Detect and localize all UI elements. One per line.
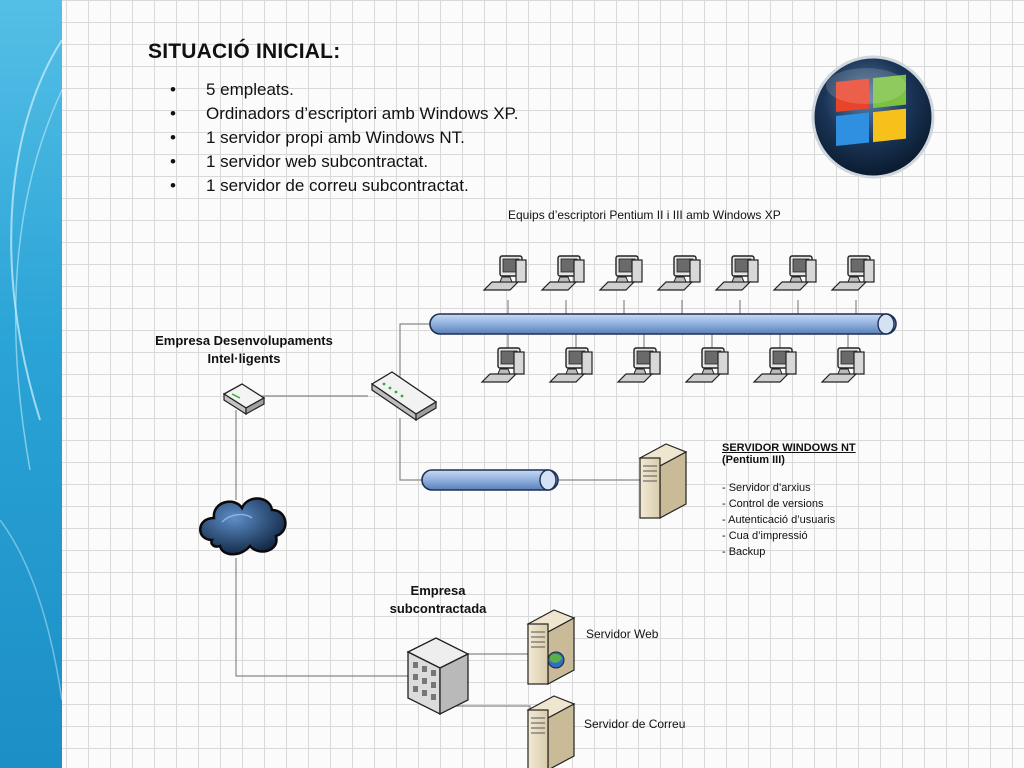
nt-role-item: - Backup xyxy=(722,546,766,558)
nt-server-info: SERVIDOR WINDOWS NT (Pentium III) - Serv… xyxy=(722,442,856,560)
desktop-pc-icon xyxy=(483,255,527,291)
bullet-item: 1 servidor propi amb Windows NT. xyxy=(168,126,518,150)
subcontracted-label-line1: Empresa xyxy=(410,583,466,598)
bullet-item: 1 servidor de correu subcontractat. xyxy=(168,174,518,198)
web-server-icon xyxy=(527,609,575,685)
desktop-pc-icon xyxy=(617,347,661,383)
desktop-pc-icon xyxy=(715,255,759,291)
mail-server-icon xyxy=(527,695,575,768)
desktop-pc-icon xyxy=(685,347,729,383)
desktop-pc-icon xyxy=(821,347,865,383)
bullet-item: Ordinadors d’escriptori amb Windows XP. xyxy=(168,102,518,126)
desktop-pc-icon xyxy=(599,255,643,291)
desktops-label: Equips d’escriptori Pentium II i III amb… xyxy=(508,208,781,222)
network-switch-icon xyxy=(370,371,438,422)
sidebar-swoosh xyxy=(0,39,62,701)
mail-server-label: Servidor de Correu xyxy=(584,717,686,731)
bullet-item: 5 empleats. xyxy=(168,78,518,102)
nt-server-subtitle: (Pentium III) xyxy=(722,454,785,466)
windows-logo-icon xyxy=(811,55,935,179)
desktop-pc-icon xyxy=(753,347,797,383)
lan-backbone-pipe xyxy=(429,313,897,335)
company-label-line2: Intel·ligents xyxy=(207,351,281,366)
desktop-pc-icon xyxy=(831,255,875,291)
subcontracted-label: Empresa subcontractada xyxy=(378,582,498,618)
nt-server-icon xyxy=(639,443,687,519)
company-label-line1: Empresa Desenvolupaments xyxy=(155,333,333,348)
nt-server-title: SERVIDOR WINDOWS NT xyxy=(722,442,856,454)
web-server-label: Servidor Web xyxy=(586,627,659,641)
nt-role-item: - Control de versions xyxy=(722,498,824,510)
desktop-pc-icon xyxy=(481,347,525,383)
nt-role-item: - Servidor d’arxius xyxy=(722,482,811,494)
page-title: SITUACIÓ INICIAL: xyxy=(148,40,341,63)
server-segment-pipe xyxy=(421,469,559,491)
company-label: Empresa Desenvolupaments Intel·ligents xyxy=(148,332,340,368)
desktop-pc-icon xyxy=(657,255,701,291)
nt-role-item: - Cua d’impressió xyxy=(722,530,808,542)
nt-role-item: - Autenticació d’usuaris xyxy=(722,514,836,526)
decorative-sidebar xyxy=(0,0,62,768)
nt-server-roles: - Servidor d’arxius - Control de version… xyxy=(722,480,856,560)
internet-cloud-icon xyxy=(199,497,287,556)
subcontracted-label-line2: subcontractada xyxy=(389,601,487,616)
bullet-list: 5 empleats. Ordinadors d’escriptori amb … xyxy=(168,78,518,198)
desktop-pc-icon xyxy=(541,255,585,291)
connection-lines xyxy=(235,300,857,722)
router-icon xyxy=(222,383,266,416)
bullet-item: 1 servidor web subcontractat. xyxy=(168,150,518,174)
building-icon xyxy=(406,637,470,716)
desktop-pc-icon xyxy=(773,255,817,291)
desktop-pc-icon xyxy=(549,347,593,383)
